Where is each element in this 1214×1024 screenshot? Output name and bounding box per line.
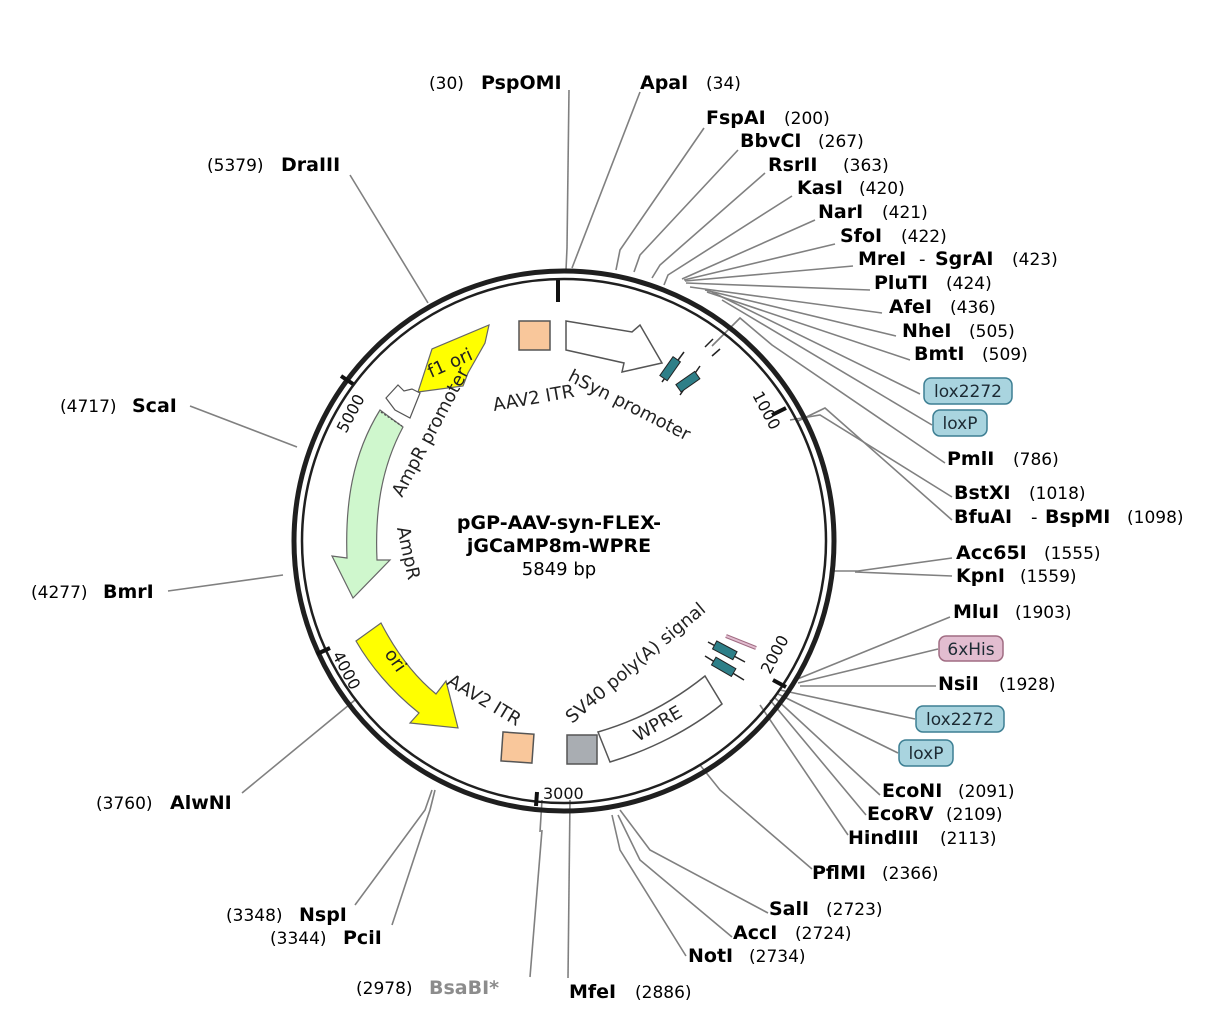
loxp-top-tag — [932, 409, 988, 437]
tick-2000-mark — [772, 678, 787, 689]
hsyn-promoter-label: hSyn promoter — [565, 366, 695, 446]
site-bmti: BmtI(509) — [914, 343, 1028, 365]
site-mlui: MluI(1903) — [953, 601, 1072, 623]
his-tag-label: 6xHis — [947, 640, 994, 660]
site-ecorv: EcoRV(2109) — [867, 803, 1003, 825]
site-apai: ApaI(34) — [640, 72, 741, 94]
site-pluti: PluTI(424) — [874, 272, 992, 294]
site-nsii: NsiI(1928) — [938, 673, 1056, 695]
ori-feature — [355, 622, 459, 729]
site-acci: AccI(2724) — [733, 922, 852, 944]
site-nari: NarI(421) — [818, 201, 928, 223]
site-bstxi: BstXI(1018) — [954, 482, 1086, 504]
site-pmli: PmlI(786) — [947, 448, 1059, 470]
site-rsrii: RsrII(363) — [768, 154, 889, 176]
site-bmri: (4277)BmrI — [31, 581, 154, 603]
site-pspomi: (30)PspOMI — [429, 72, 562, 94]
lox2272-bottom-tag — [915, 705, 1005, 733]
ampr-promoter-feature — [385, 384, 421, 419]
tick-4000-mark — [316, 646, 331, 656]
tick-2000-label: 2000 — [757, 632, 793, 677]
tick-5000-mark — [339, 374, 355, 386]
plasmid-name-line1: pGP-AAV-syn-FLEX- — [457, 512, 661, 534]
lox2272-top-tag — [923, 377, 1013, 405]
lox-markers — [659, 338, 757, 681]
site-sfoi: SfoI(422) — [840, 225, 947, 247]
site-mfei: MfeI(2886) — [569, 981, 692, 1003]
loxp-bottom-tag — [898, 739, 954, 767]
tick-1000-mark — [771, 406, 787, 417]
site-fspai: FspAI(200) — [706, 107, 830, 129]
site-pcii: (3344)PciI — [270, 927, 382, 949]
hsyn-promoter-feature — [565, 320, 664, 373]
site-noti: NotI(2734) — [688, 945, 806, 967]
aav2-itr-bottom-feature — [500, 731, 535, 764]
leader-lines — [167, 89, 953, 979]
site-draiii: (5379)DraIII — [207, 154, 340, 176]
site-alwni: (3760)AlwNI — [96, 792, 232, 814]
site-pflmi: PflMI(2366) — [812, 862, 939, 884]
site-scai: (4717)ScaI — [60, 395, 177, 417]
site-bfuai-bspmi: BfuAI-BspMI(1098) — [954, 506, 1184, 528]
site-bbvci: BbvCI(267) — [740, 130, 864, 152]
site-econi: EcoNI(2091) — [882, 780, 1015, 802]
aav2-itr-top-label: AAV2 ITR — [491, 381, 576, 416]
tick-5000-label: 5000 — [333, 391, 369, 436]
site-sali: SalI(2723) — [769, 898, 883, 920]
site-mrei-sgrai: MreI-SgrAI(423) — [858, 248, 1058, 270]
wpre-feature — [596, 674, 723, 763]
loxp-bottom-label: loxP — [909, 744, 944, 764]
site-acc65i: Acc65I(1555) — [956, 542, 1101, 564]
backbone-inner-ring — [300, 277, 828, 805]
ampr-boundary — [380, 411, 403, 427]
site-bsabi: (2978)BsaBI* — [356, 977, 499, 999]
site-hindiii: HindIII(2113) — [848, 827, 997, 849]
ampr-feature — [330, 409, 404, 600]
site-kasi: KasI(420) — [797, 177, 905, 199]
plasmid-name-line2: jGCaMP8m-WPRE — [466, 535, 651, 557]
site-kpni: KpnI(1559) — [956, 565, 1077, 587]
plasmid-size: 5849 bp — [522, 559, 596, 580]
loxp-top-label: loxP — [943, 414, 978, 434]
site-nhei: NheI(505) — [902, 320, 1015, 342]
tick-3000-label: 3000 — [543, 784, 584, 803]
lox2272-bottom-label: lox2272 — [926, 710, 994, 730]
lox2272-top-label: lox2272 — [934, 382, 1002, 402]
tick-3000-mark — [534, 791, 539, 807]
site-afei: AfeI(436) — [889, 296, 996, 318]
aav2-itr-top-feature — [518, 320, 551, 351]
sv40-polya-feature — [566, 734, 598, 765]
his-tag — [938, 635, 1004, 662]
ampr-label: AmpR — [392, 525, 424, 582]
backbone-outer-ring — [291, 268, 837, 814]
site-nspi: (3348)NspI — [226, 904, 347, 926]
